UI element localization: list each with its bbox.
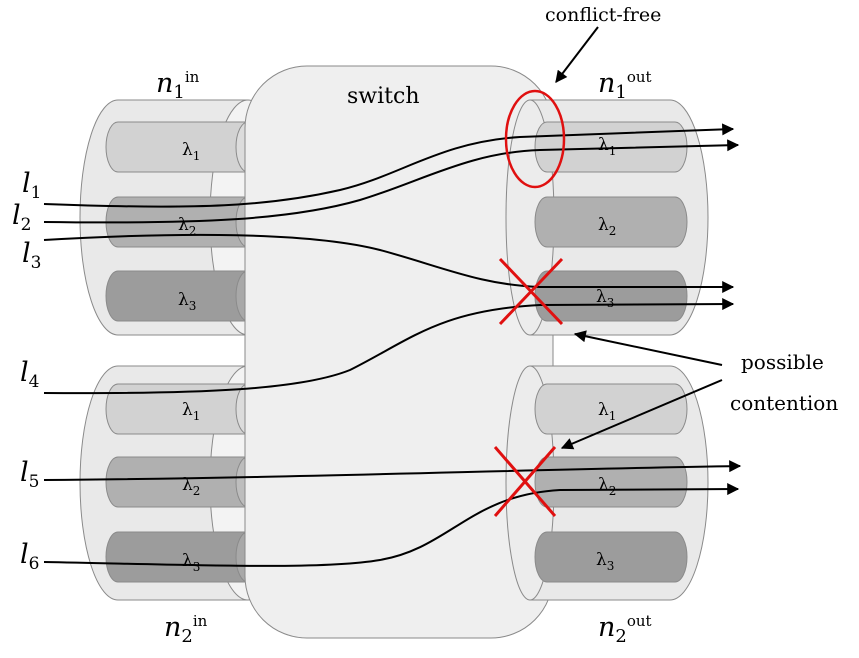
contention-cross-bottom (493, 446, 557, 517)
lightpath-label-l2: l2 (12, 200, 31, 235)
wavelength-channel-2: λ2 (534, 456, 688, 508)
lightpath-label-l6: l6 (20, 539, 39, 574)
wavelength-label: λ1 (598, 400, 616, 423)
output-fiber-n2: λ1 λ2 λ3 (505, 365, 709, 601)
output-fiber-n1: λ1 λ2 λ3 (505, 99, 709, 336)
lightpath-label-l3: l3 (22, 238, 41, 273)
lightpath-label-l5: l5 (20, 457, 39, 492)
wavelength-label: λ3 (596, 550, 614, 573)
wavelength-label: λ3 (178, 290, 196, 313)
lightpath-curve-l4 (43, 298, 735, 395)
wavelength-channel-3: λ3 (534, 531, 688, 583)
conflict-free-arrow (555, 26, 599, 83)
lightpath-curve-l5 (43, 460, 742, 481)
contention-arrow-top (573, 330, 723, 366)
conflict-free-circle (504, 89, 566, 189)
wavelength-label: λ2 (598, 215, 616, 238)
wavelength-label: λ2 (178, 215, 196, 238)
wavelength-channel-3: λ3 (105, 270, 261, 322)
lightpath-curve-l2 (43, 139, 740, 224)
wavelength-label: λ1 (182, 400, 200, 423)
lightpath-curve-l6 (43, 483, 740, 567)
wavelength-channel-3: λ3 (534, 270, 688, 322)
annotation-conflict-free: conflict-free (545, 4, 661, 26)
wavelength-label: λ3 (596, 287, 614, 310)
lightpath-curve-l3 (43, 233, 735, 293)
annotation-contention: contention (730, 391, 838, 415)
wavelength-channel-1: λ1 (534, 383, 688, 435)
node-label-n1-in: n1in (156, 68, 200, 103)
contention-arrow-bottom (560, 379, 723, 450)
wavelength-label: λ1 (598, 135, 616, 158)
lightpath-curve-l1 (43, 123, 735, 208)
wavelength-label: λ2 (598, 475, 616, 498)
wavelength-channel-2: λ2 (534, 196, 688, 248)
wavelength-label: λ2 (182, 475, 200, 498)
wavelength-label: λ3 (182, 551, 200, 574)
lightpath-label-l4: l4 (20, 357, 39, 392)
switch-label: switch (347, 84, 420, 109)
node-label-n2-in: n2in (164, 612, 208, 647)
wavelength-channel-1: λ1 (105, 121, 261, 173)
node-label-n2-out: n2out (598, 612, 652, 647)
wavelength-channel-3: λ3 (105, 531, 261, 583)
annotation-possible: possible (741, 350, 824, 374)
node-label-n1-out: n1out (598, 68, 652, 103)
wavelength-channel-2: λ2 (105, 456, 261, 508)
lightpath-label-l1: l1 (22, 168, 41, 203)
wavelength-label: λ1 (182, 140, 200, 163)
contention-cross-top (498, 257, 564, 326)
